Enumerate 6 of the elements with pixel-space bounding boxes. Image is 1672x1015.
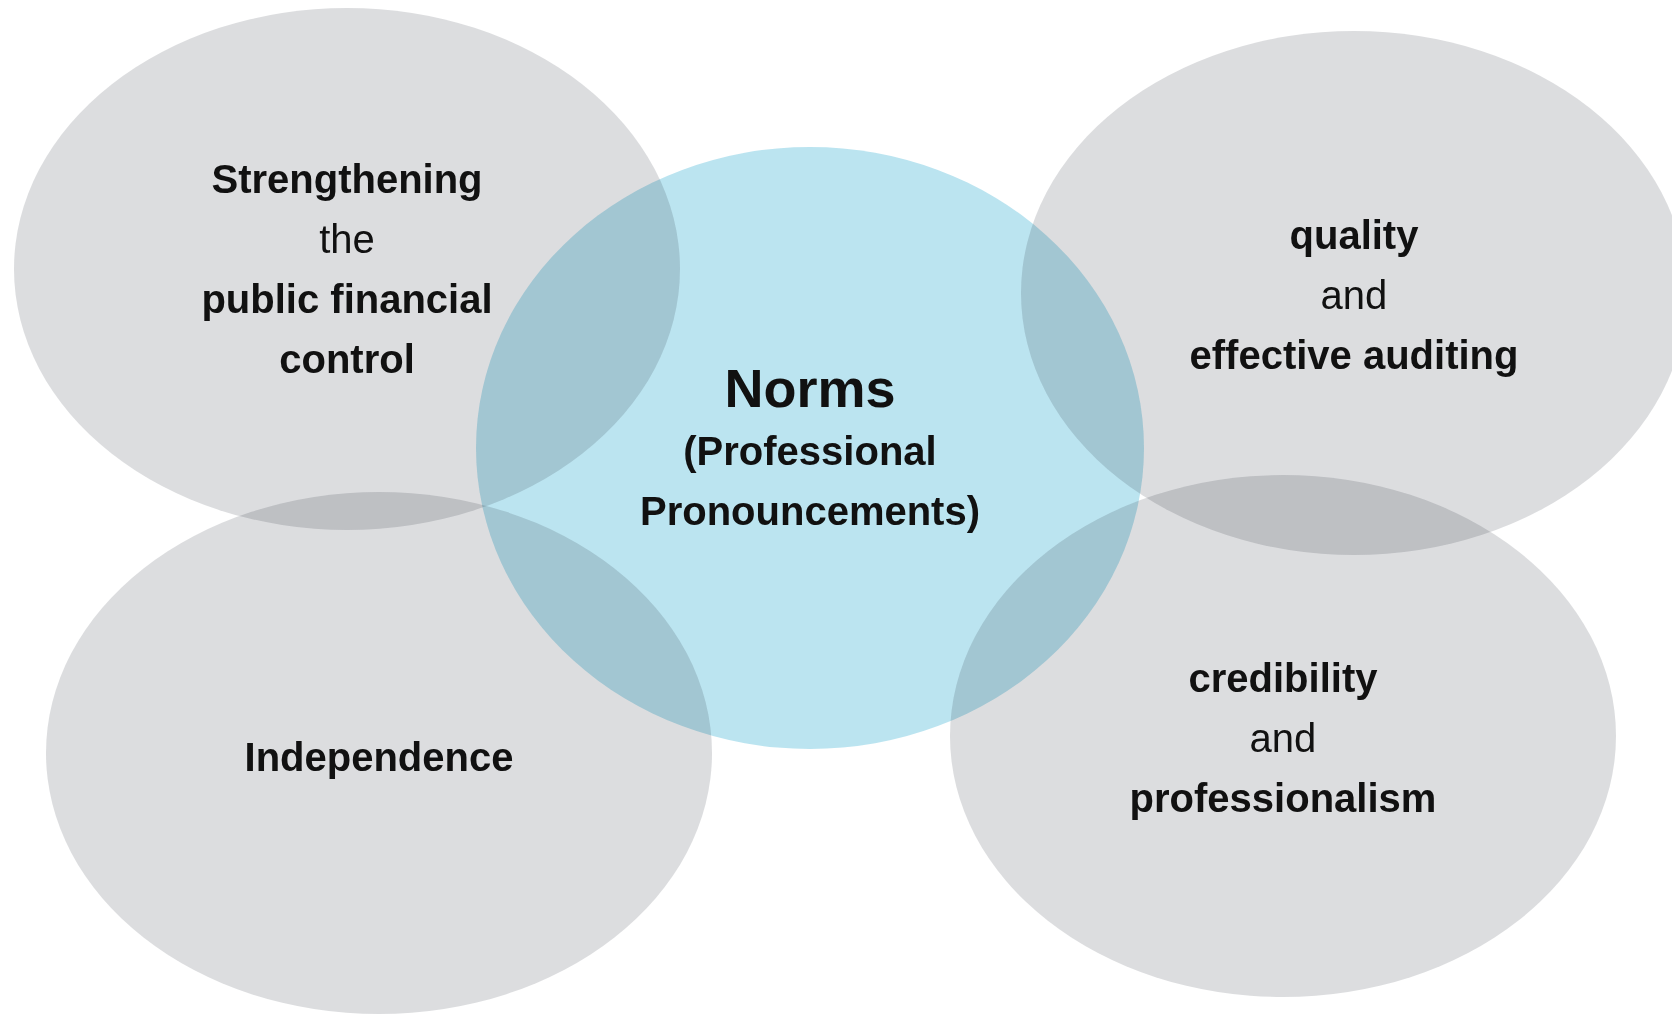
label-text: credibility and professionalism [1129,655,1437,822]
label-text: Independence [244,734,514,781]
subheading-text: (Professional Pronouncements) [638,428,981,535]
label-text: quality and effective auditing [1189,212,1519,379]
heading-text: Norms [724,357,896,420]
label-text: Strengthening the public financial control [200,156,494,383]
